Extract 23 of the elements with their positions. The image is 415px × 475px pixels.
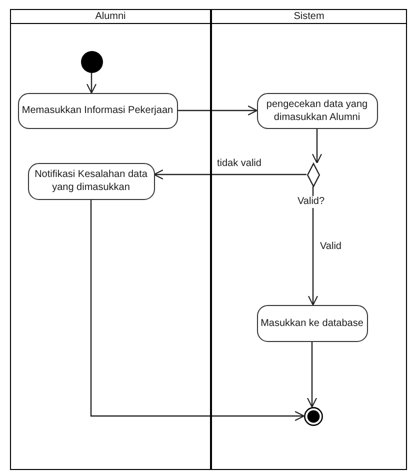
control-flow-arrow [312,128,322,164]
action-box [256,304,368,342]
control-flow-arrow [153,169,306,180]
action-label: Memasukkan Informasi Pekerjaan [22,104,174,117]
control-flow-arrow [306,342,318,408]
lane-title: Sistem [294,11,324,23]
control-flow-arrow [178,105,258,116]
control-flow-arrow [308,186,318,306]
action-box [256,92,378,128]
final-node [304,406,322,426]
lane-title: Alumni [95,11,126,23]
control-flow-arrow [90,200,305,422]
action-box [28,162,154,200]
action-label: Notifikasi Kesalahan data yang dimasukkan [34,168,148,194]
action-box [18,92,178,128]
swimlane [10,9,211,470]
action-label: pengecekan data yang dimasukkan Alumni [265,98,369,124]
action-label: Masukkan ke database [260,316,364,330]
initial-node [80,50,102,72]
control-flow-arrow [86,72,97,94]
decision-label: Valid? [298,196,325,208]
swimlane [211,9,407,470]
decision-diamond [306,162,320,186]
